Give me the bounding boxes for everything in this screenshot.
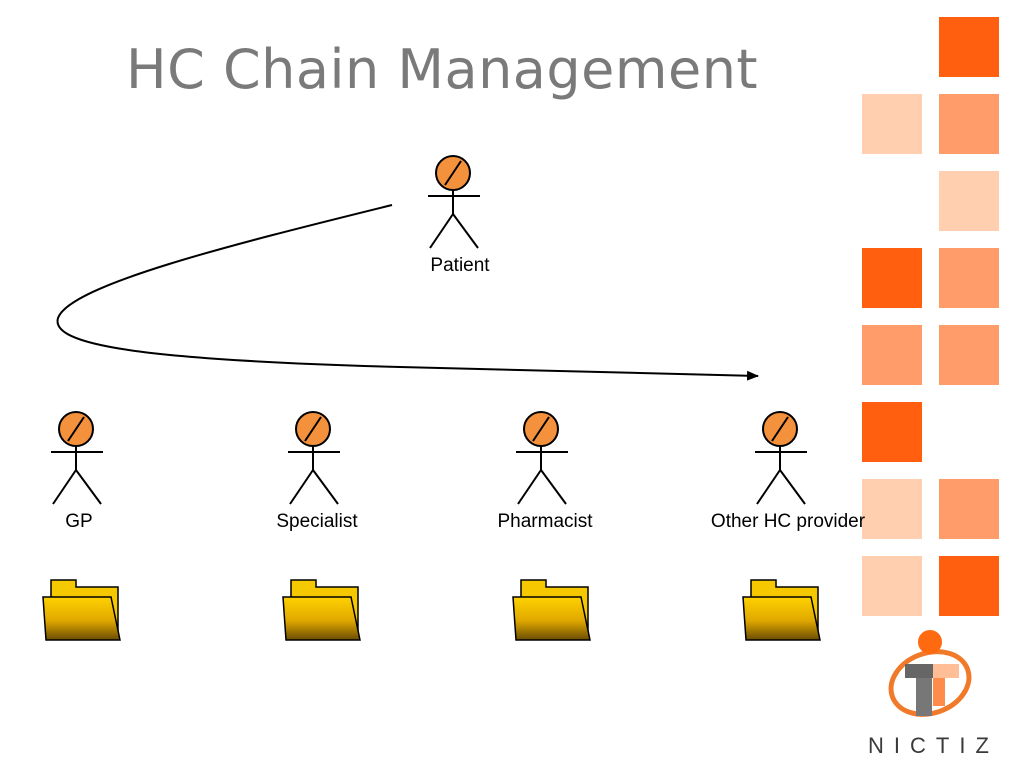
specialist-folder-icon bbox=[282, 579, 361, 641]
square bbox=[939, 17, 999, 77]
other-provider-label: Other HC provider bbox=[710, 511, 866, 532]
square bbox=[862, 402, 922, 462]
gp-folder-icon bbox=[42, 579, 121, 641]
arrow-icon bbox=[56, 204, 759, 381]
square bbox=[862, 325, 922, 385]
other-provider-actor-icon bbox=[755, 411, 807, 505]
square bbox=[862, 94, 922, 154]
pharmacist-folder-icon bbox=[512, 579, 591, 641]
nictiz-logo-icon bbox=[888, 630, 972, 717]
square bbox=[939, 171, 999, 231]
nictiz-logo-text: NICTIZ bbox=[868, 733, 999, 758]
gp-actor-icon bbox=[51, 411, 103, 505]
square bbox=[939, 556, 999, 616]
patient-actor-icon bbox=[428, 155, 480, 249]
square bbox=[939, 479, 999, 539]
specialist-actor-icon bbox=[288, 411, 340, 505]
other-provider-folder-icon bbox=[742, 579, 821, 641]
square bbox=[939, 248, 999, 308]
slide-title: HC Chain Management bbox=[126, 38, 759, 101]
gp-label: GP bbox=[65, 511, 93, 532]
square bbox=[862, 248, 922, 308]
pharmacist-label: Pharmacist bbox=[497, 511, 593, 532]
patient-label: Patient bbox=[430, 255, 490, 276]
square bbox=[939, 325, 999, 385]
pharmacist-actor-icon bbox=[516, 411, 568, 505]
square bbox=[939, 94, 999, 154]
specialist-label: Specialist bbox=[276, 511, 358, 532]
square bbox=[862, 479, 922, 539]
square bbox=[862, 556, 922, 616]
